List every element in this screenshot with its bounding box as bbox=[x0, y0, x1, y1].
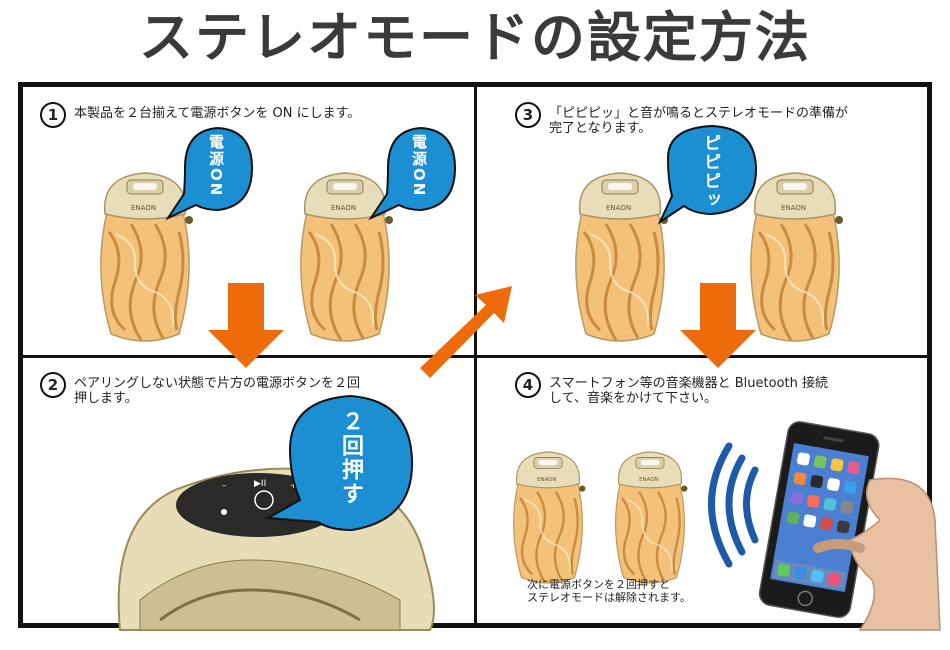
step-1: 1 本製品を２台揃えて電源ボタンを ON にします。 bbox=[40, 102, 360, 128]
bubble-power-on-text: 電源ON bbox=[410, 134, 428, 198]
step-4: 4 スマートフォン等の音楽機器と Bluetooth 接続 して、音楽をかけて下… bbox=[515, 372, 828, 406]
step-number: 1 bbox=[40, 102, 66, 128]
step-number: 2 bbox=[40, 372, 66, 398]
step-text: スマートフォン等の音楽機器と Bluetooth 接続 して、音楽をかけて下さい… bbox=[549, 376, 828, 406]
divider-horizontal bbox=[18, 355, 932, 358]
step-2: 2 ペアリングしない状態で片方の電源ボタンを２回 押します。 bbox=[40, 372, 360, 406]
release-note: 次に電源ボタンを２回押すと ステレオモードは解除されます。 bbox=[527, 578, 691, 604]
bubble-press-twice-text: ２回押す bbox=[338, 410, 363, 506]
step-number: 4 bbox=[515, 372, 541, 398]
speaker-image bbox=[749, 171, 845, 343]
step-text: 「ピピピッ」と音が鳴るとステレオモードの準備が 完了となります。 bbox=[549, 106, 849, 136]
bubble-power-on-text: 電源ON bbox=[207, 134, 225, 198]
step-3: 3 「ピピピッ」と音が鳴るとステレオモードの準備が 完了となります。 bbox=[515, 102, 848, 136]
speaker-image bbox=[99, 171, 195, 343]
svg-text:+: + bbox=[290, 481, 298, 491]
page-title: ステレオモードの設定方法 bbox=[139, 6, 811, 69]
svg-text:–: – bbox=[222, 481, 227, 491]
step-number: 3 bbox=[515, 102, 541, 128]
speaker-image bbox=[574, 171, 670, 343]
bubble-beep-text: ピピピッ bbox=[700, 134, 720, 210]
step-text: 本製品を２台揃えて電源ボタンを ON にします。 bbox=[74, 106, 361, 121]
speaker-image bbox=[512, 450, 587, 585]
speaker-image bbox=[299, 171, 395, 343]
svg-text:▶II: ▶II bbox=[254, 479, 266, 489]
step-text: ペアリングしない状態で片方の電源ボタンを２回 押します。 bbox=[74, 376, 361, 406]
speaker-image bbox=[614, 450, 689, 585]
